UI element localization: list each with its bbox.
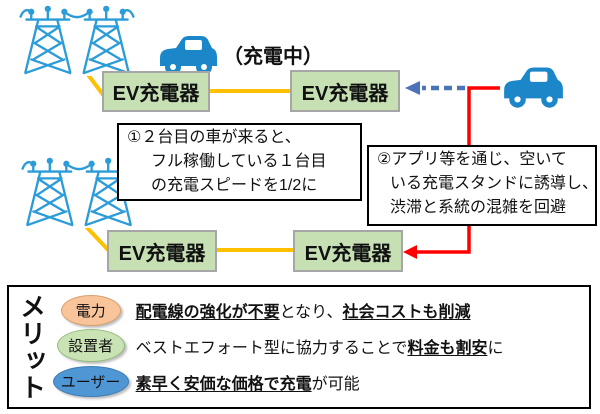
callout-line: いる充電スタンドに誘導し、 bbox=[390, 175, 599, 192]
transmission-towers-icon bbox=[18, 4, 136, 76]
badge-cell: 設置者 bbox=[46, 329, 136, 363]
merit-row-power: 電力 配電線の強化が不要となり、社会コストも削減 bbox=[46, 294, 585, 326]
badge-cell: 電力 bbox=[46, 294, 136, 326]
text-segment: に bbox=[487, 339, 504, 357]
text-segment: 料金も割安 bbox=[407, 339, 488, 357]
merit-installer-text: ベストエフォート型に協力することで料金も割安に bbox=[136, 334, 504, 358]
ev-charger-box: EV充電器 bbox=[102, 71, 210, 112]
text-segment: 素早く安価な価格で充電 bbox=[135, 375, 312, 393]
merit-rows: 電力 配電線の強化が不要となり、社会コストも削減 設置者 ベストエフォート型に協… bbox=[46, 287, 589, 407]
merit-power-text: 配電線の強化が不要となり、社会コストも削減 bbox=[136, 298, 471, 322]
installer-badge: 設置者 bbox=[56, 329, 125, 363]
ev-charger-box: EV充電器 bbox=[293, 230, 403, 272]
merit-row-user: ユーザー 素早く安価な価格で充電が可能 bbox=[46, 366, 585, 398]
badge-cell: ユーザー bbox=[46, 366, 136, 398]
ev-car-icon bbox=[500, 56, 566, 114]
text-segment: ベストエフォート型に協力することで bbox=[135, 339, 408, 357]
power-badge: 電力 bbox=[60, 294, 121, 326]
text-segment: 配電線の強化が不要 bbox=[135, 304, 280, 322]
dashed-arrowhead-icon bbox=[405, 81, 420, 95]
merits-panel: メリット 電力 配電線の強化が不要となり、社会コストも削減 設置者 ベストエフォ… bbox=[7, 285, 591, 409]
text-segment: となり、 bbox=[279, 304, 343, 322]
callout-line: ②アプリ等を通じ、空いて bbox=[377, 151, 567, 168]
callout-line: フル稼働している１台目 bbox=[151, 153, 327, 170]
merits-title: メリット bbox=[16, 293, 47, 401]
merit-row-installer: 設置者 ベストエフォート型に協力することで料金も割安に bbox=[46, 329, 585, 363]
ev-charger-box: EV充電器 bbox=[107, 230, 217, 272]
text-segment: が可能 bbox=[311, 375, 360, 393]
callout-line: ①２台目の車が来ると、 bbox=[127, 129, 301, 146]
text-segment: 社会コストも削減 bbox=[342, 304, 471, 322]
callout-app-guidance: ②アプリ等を通じ、空いて いる充電スタンドに誘導し、 渋滞と系統の混雑を回避 bbox=[367, 145, 599, 226]
callout-line: 渋滞と系統の混雑を回避 bbox=[390, 199, 567, 216]
reroute-arrowhead-icon bbox=[403, 245, 417, 259]
callout-charge-speed: ①２台目の車が来ると、 フル稼働している１台目 の充電スピードを1/2に bbox=[117, 123, 362, 201]
charging-status-label: （充電中） bbox=[223, 46, 323, 68]
merit-user-text: 素早く安価な価格で充電が可能 bbox=[136, 370, 360, 394]
ev-charger-box: EV充電器 bbox=[290, 70, 400, 112]
callout-line: の充電スピードを1/2に bbox=[151, 177, 318, 194]
user-badge: ユーザー bbox=[52, 366, 129, 398]
